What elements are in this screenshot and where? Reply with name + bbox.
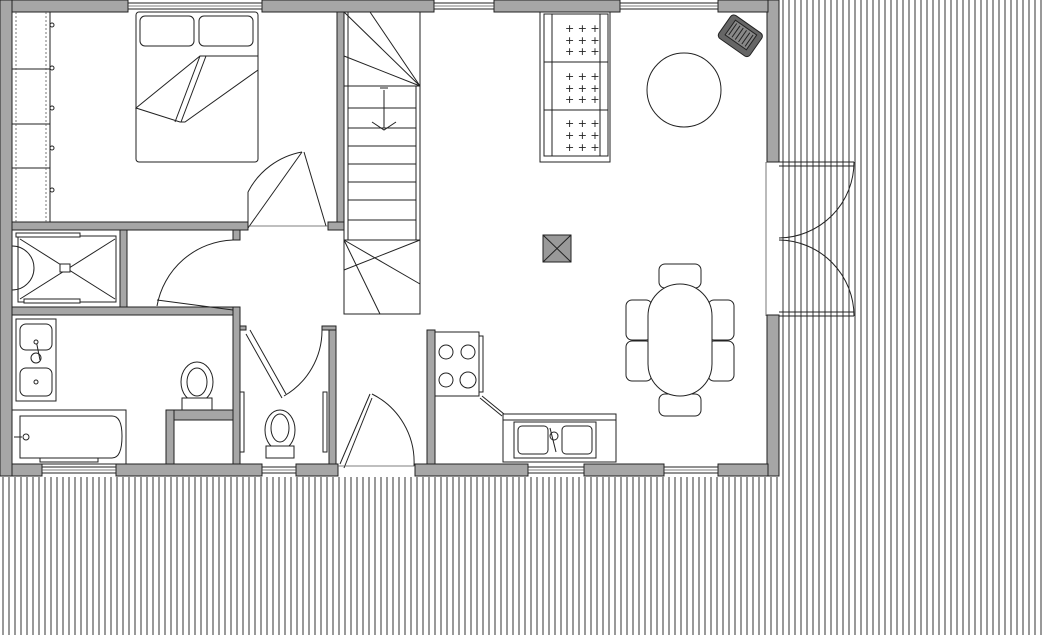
wardrobe [11, 11, 55, 223]
window-top-3 [619, 2, 719, 10]
bathtub [11, 409, 127, 465]
round-rug [646, 52, 722, 128]
interior-walls [11, 11, 436, 465]
window-bottom-2 [261, 466, 297, 474]
window-bottom-1 [41, 466, 117, 474]
stair-arrow-head [371, 121, 397, 131]
deck-double-door[interactable] [765, 161, 855, 317]
svg-text:+ + +: + + + [565, 141, 600, 154]
windows [41, 2, 719, 474]
bedroom [11, 11, 328, 229]
svg-text:+ + +: + + + [565, 70, 600, 83]
window-top-2 [433, 2, 495, 10]
toilet-1 [180, 361, 214, 411]
stove [434, 331, 484, 397]
svg-text:+ + +: + + + [565, 34, 600, 47]
living-area: + + + + + + + + + + + + + + + + + + + + … [539, 11, 763, 417]
shower-room-door[interactable] [156, 239, 234, 311]
chimney-column [542, 234, 572, 263]
wc-room [239, 329, 328, 459]
staircase [343, 11, 421, 315]
svg-text:+ + +: + + + [565, 45, 600, 58]
toilet-2 [264, 409, 296, 459]
deck-bottom [0, 477, 1043, 635]
kitchen [434, 331, 617, 463]
dining-table [647, 283, 713, 397]
svg-text:+ + +: + + + [565, 117, 600, 130]
sofa: + + + + + + + + + + + + + + + + + + + + … [539, 11, 611, 163]
window-bottom-3 [527, 466, 585, 474]
wc-door[interactable] [245, 329, 323, 399]
bathroom [11, 318, 214, 465]
pillow-right [198, 15, 254, 47]
chair-bottom [658, 393, 702, 417]
bedroom-door[interactable] [247, 151, 328, 229]
svg-text:+ + +: + + + [565, 22, 600, 35]
front-door[interactable] [338, 393, 415, 469]
kitchen-sink [502, 413, 617, 463]
pillow-left [139, 15, 195, 47]
exterior-walls [0, 0, 780, 477]
counter-edge [481, 395, 505, 415]
shower-tray [11, 229, 121, 308]
stove-heater [717, 14, 763, 58]
svg-text:+ + +: + + + [565, 93, 600, 106]
window-top-1 [127, 2, 263, 10]
dining-set [625, 263, 735, 417]
svg-text:+ + +: + + + [565, 82, 600, 95]
deck-right [778, 0, 1043, 477]
double-basin [15, 318, 57, 402]
svg-text:+ + +: + + + [565, 129, 600, 142]
shower-room [11, 229, 234, 311]
window-bottom-4 [663, 466, 719, 474]
double-bed [134, 11, 259, 163]
